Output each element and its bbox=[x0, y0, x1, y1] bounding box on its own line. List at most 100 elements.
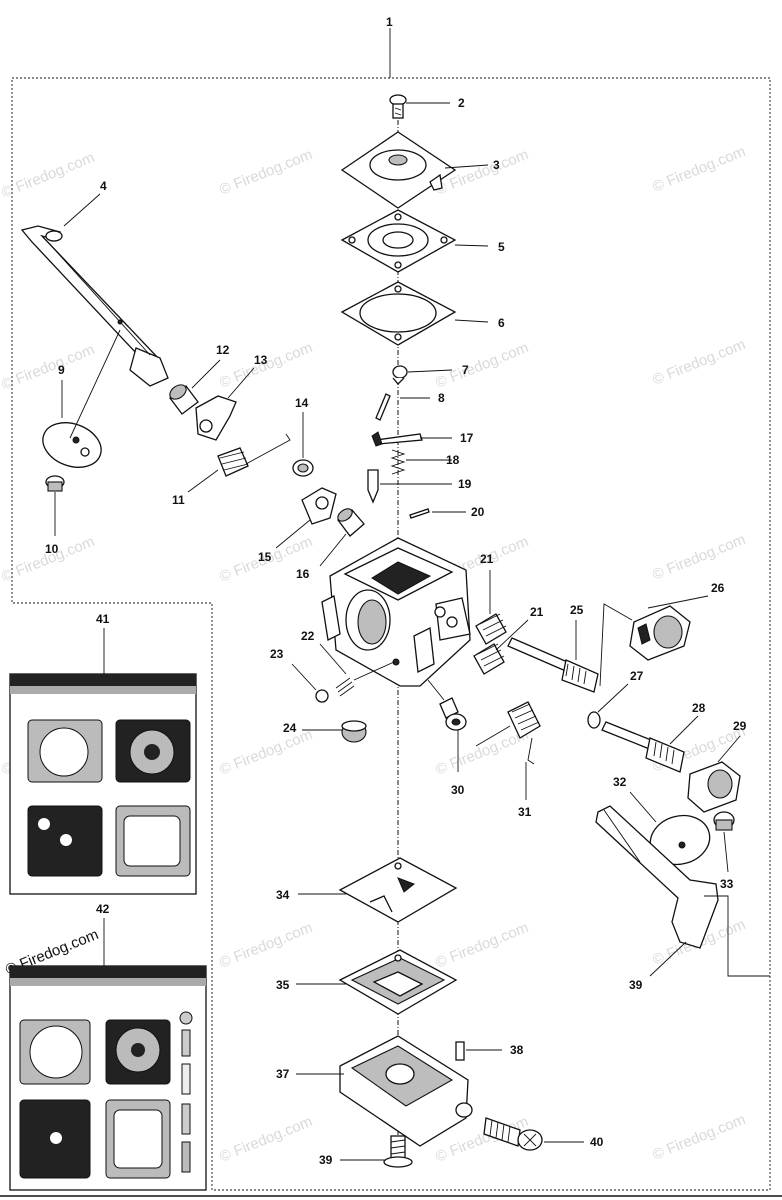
callout-6: 6 bbox=[498, 316, 505, 330]
part-diaphragm-5 bbox=[340, 209, 457, 273]
part-spring-11 bbox=[217, 433, 291, 477]
callout-12: 12 bbox=[216, 343, 230, 357]
part-ring-27 bbox=[587, 711, 601, 729]
callout-33: 33 bbox=[720, 877, 734, 891]
watermark: © Firedog.com bbox=[433, 919, 531, 972]
watermark: © Firedog.com bbox=[650, 143, 748, 196]
leader-26 bbox=[599, 595, 709, 687]
repair-kit-41 bbox=[9, 628, 197, 895]
watermark: © Firedog.com bbox=[433, 726, 531, 779]
part-pump-cover-37 bbox=[339, 1035, 473, 1147]
watermark: © Firedog.com bbox=[217, 1113, 315, 1166]
watermark: © Firedog.com bbox=[433, 339, 531, 392]
callout-21b: 21 bbox=[530, 605, 544, 619]
callout-1: 1 bbox=[386, 15, 393, 29]
part-screw-2 bbox=[389, 94, 407, 119]
callout-41: 41 bbox=[96, 612, 110, 626]
part-gasket-35 bbox=[338, 949, 458, 1015]
callout-3: 3 bbox=[493, 158, 500, 172]
callout-22: 22 bbox=[301, 629, 315, 643]
watermark: © Firedog.com bbox=[217, 919, 315, 972]
part-throttle-shaft-4 bbox=[20, 225, 169, 387]
part-throttle-plate-9 bbox=[42, 329, 121, 468]
callout-21a: 21 bbox=[480, 552, 494, 566]
watermark: © Firedog.com bbox=[0, 341, 97, 394]
watermark: © Firedog.com bbox=[0, 149, 97, 202]
part-bracket-15 bbox=[301, 487, 337, 525]
callout-25: 25 bbox=[570, 603, 584, 617]
callout-2: 2 bbox=[458, 96, 465, 110]
watermark: © Firedog.com bbox=[0, 533, 97, 586]
part-lever-13 bbox=[195, 395, 237, 441]
callout-labels: 1 2 3 4 5 6 7 8 9 10 11 12 13 14 15 16 1… bbox=[45, 15, 747, 1167]
callout-28: 28 bbox=[692, 701, 706, 715]
assembly-outline bbox=[11, 77, 771, 1191]
callout-39a: 39 bbox=[629, 978, 643, 992]
part-nut-14 bbox=[292, 459, 314, 477]
watermark: © Firedog.com bbox=[650, 1111, 748, 1164]
callout-10: 10 bbox=[45, 542, 59, 556]
callout-42: 42 bbox=[96, 902, 110, 916]
part-screw-33 bbox=[713, 811, 735, 831]
callout-13: 13 bbox=[254, 353, 268, 367]
callout-31: 31 bbox=[518, 805, 532, 819]
watermark: © Firedog.com bbox=[650, 336, 748, 389]
part-bushing-16 bbox=[337, 508, 365, 537]
callout-4: 4 bbox=[100, 179, 107, 193]
part-screw-7 bbox=[392, 365, 408, 385]
part-pin-20 bbox=[409, 508, 430, 519]
part-ball-23 bbox=[315, 689, 329, 703]
callout-27: 27 bbox=[630, 669, 644, 683]
callout-23: 23 bbox=[270, 647, 284, 661]
part-spring-22 bbox=[335, 661, 395, 697]
callout-32: 32 bbox=[613, 775, 627, 789]
callout-26: 26 bbox=[711, 581, 725, 595]
callout-9: 9 bbox=[58, 363, 65, 377]
part-spring-21a bbox=[475, 613, 507, 645]
callout-37: 37 bbox=[276, 1067, 290, 1081]
callout-18: 18 bbox=[446, 453, 460, 467]
part-choke-shaft-39 bbox=[595, 805, 719, 949]
callout-15: 15 bbox=[258, 550, 272, 564]
part-spring-21b bbox=[473, 643, 505, 675]
callout-34: 34 bbox=[276, 888, 290, 902]
part-limiter-cap-29 bbox=[687, 761, 741, 813]
watermark: © Firedog.com bbox=[217, 146, 315, 199]
callout-39b: 39 bbox=[319, 1153, 333, 1167]
part-gasket-6 bbox=[340, 281, 457, 346]
part-screw-10 bbox=[45, 475, 65, 492]
part-choke-plate-32 bbox=[649, 814, 711, 866]
watermark: © Firedog.com bbox=[650, 531, 748, 584]
part-pin-8 bbox=[375, 393, 391, 421]
callout-29: 29 bbox=[733, 719, 747, 733]
part-needle-28 bbox=[601, 721, 685, 773]
part-screw-39-bottom bbox=[383, 1135, 413, 1168]
part-cover-3 bbox=[340, 131, 457, 209]
watermark: © Firedog.com bbox=[217, 726, 315, 779]
callout-20: 20 bbox=[471, 505, 485, 519]
callout-8: 8 bbox=[438, 391, 445, 405]
callout-38: 38 bbox=[510, 1043, 524, 1057]
callout-17: 17 bbox=[460, 431, 474, 445]
part-spring-31 bbox=[475, 701, 541, 765]
part-needle-19 bbox=[367, 469, 379, 504]
part-spring-18 bbox=[390, 449, 406, 475]
part-bushing-12 bbox=[169, 384, 199, 415]
callout-16: 16 bbox=[296, 567, 310, 581]
callout-11: 11 bbox=[172, 493, 185, 507]
part-filter-24 bbox=[341, 720, 367, 743]
callout-7: 7 bbox=[462, 363, 469, 377]
callout-40: 40 bbox=[590, 1135, 604, 1149]
part-diaphragm-34 bbox=[338, 857, 458, 923]
part-limiter-cap-26 bbox=[629, 605, 691, 661]
repair-kit-42 bbox=[9, 918, 207, 1191]
callout-19: 19 bbox=[458, 477, 472, 491]
part-pin-38 bbox=[455, 1041, 465, 1061]
callout-24: 24 bbox=[283, 721, 297, 735]
callout-35: 35 bbox=[276, 978, 290, 992]
part-screw-40 bbox=[483, 1117, 543, 1151]
part-lever-17 bbox=[371, 431, 423, 447]
leader-39 bbox=[649, 895, 770, 977]
part-screw-30 bbox=[439, 697, 467, 731]
